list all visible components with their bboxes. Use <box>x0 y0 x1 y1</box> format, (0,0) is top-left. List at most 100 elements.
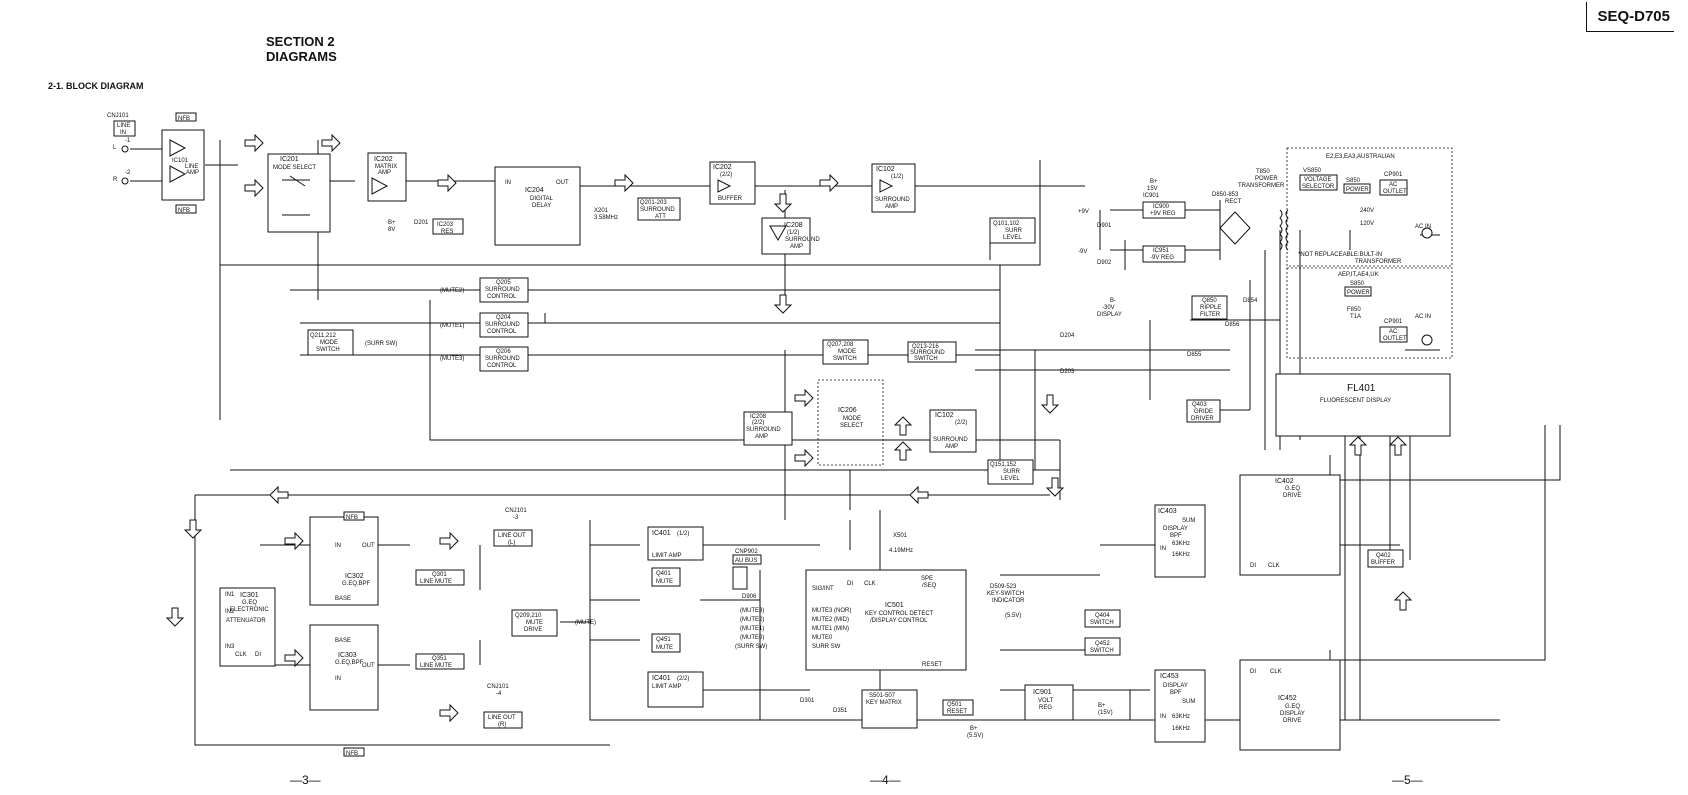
ic102a-box <box>871 163 916 213</box>
ic403-sum: SUM <box>1182 518 1195 524</box>
ic303-name: IC303 <box>338 652 357 659</box>
d509-sub3: (5.5V) <box>1005 613 1021 619</box>
vs850-name: VS850 <box>1303 168 1322 174</box>
q101-sub2: LEVEL <box>1003 235 1022 241</box>
nfb-ic303-label: NFB <box>346 751 358 757</box>
jack-r-icon <box>121 177 129 185</box>
eq-group: IC301 G.EQ ELECTRONIC ATTENUATOR IN1 IN2… <box>219 508 596 757</box>
ic302-in: IN <box>335 543 341 549</box>
ic208a-block: IC208 (1/2) SURROUND AMP <box>761 217 820 255</box>
ic302-base: BASE <box>335 596 351 602</box>
d203-label: D203 <box>1060 369 1075 375</box>
flow-arrow-icon <box>773 193 793 213</box>
ic302-sub: G.EQ,BPF <box>342 581 371 587</box>
ic951-sub: -9V REG <box>1150 255 1174 261</box>
ic208b-sub1: (2/2) <box>752 420 764 426</box>
q501-box <box>942 699 974 716</box>
input-l-label: L <box>113 145 117 151</box>
ic201-block: IC201 MODE SELECT <box>267 153 331 233</box>
ic102b-sub2: SURROUND <box>933 437 968 443</box>
section-title: SECTION 2 DIAGRAMS <box>266 34 337 64</box>
flow-arrow-icon <box>893 441 913 461</box>
ic208b-sub3: AMP <box>755 434 768 440</box>
ic204-in: IN <box>505 180 511 186</box>
b15-label3: IC901 <box>1143 193 1160 199</box>
region2-label: AEP,IT,AE4,UK <box>1338 272 1379 278</box>
input-r-pin: -2 <box>125 170 131 176</box>
flow-arrows <box>165 133 1413 723</box>
x201-freq: 3.58MHz <box>594 215 618 221</box>
ic102a-block: IC102 (1/2) SURROUND AMP <box>871 163 916 213</box>
ic403-box <box>1154 504 1206 578</box>
d854-label: D854 <box>1243 298 1258 304</box>
ic452-sub3: DRIVE <box>1283 718 1301 724</box>
line-in-label-1: LINE <box>117 123 130 129</box>
cnp902-box <box>732 554 762 565</box>
ic101-sub2: AMP <box>186 170 199 176</box>
mute2-label: (MUTE2) <box>440 288 464 294</box>
flow-arrow-icon <box>437 173 457 193</box>
ic453-16k: 16KHz <box>1172 726 1190 732</box>
page-number-3: —3— <box>290 773 321 787</box>
q201-203-box <box>637 197 681 221</box>
flow-arrow-icon <box>794 448 814 468</box>
nfb-ic302 <box>343 511 365 521</box>
ic402-name: IC402 <box>1275 478 1294 485</box>
d509-sub2: INDICATOR <box>992 598 1025 604</box>
q351-box <box>415 653 465 670</box>
ic403-16k: 16KHz <box>1172 552 1190 558</box>
fl401-box <box>1275 373 1451 437</box>
jack-l-icon <box>121 145 129 153</box>
q209-210-box <box>511 609 558 637</box>
page-number-4: —4— <box>870 773 901 787</box>
ic204-name: IC204 <box>525 187 544 194</box>
ic403-name: IC403 <box>1158 508 1177 515</box>
flow-arrow-icon <box>893 416 913 436</box>
q404-name: Q404 <box>1095 613 1110 619</box>
ic501-sub1: KEY CONTROL DETECT <box>865 611 934 617</box>
ic453-sub2: BPF <box>1170 690 1182 696</box>
mute-sig-label: (MUTE) <box>575 620 596 626</box>
q211-sub1: MODE <box>320 340 338 346</box>
lineout-r-box <box>483 711 523 729</box>
ic101-sub1: LINE <box>185 164 198 170</box>
ic301-box <box>219 587 276 667</box>
ic401b-box <box>647 671 704 708</box>
ic208b-sub2: SURROUND <box>746 427 781 433</box>
ic202b-name: IC202 <box>713 164 732 171</box>
q401-name: Q401 <box>656 571 671 577</box>
d902-label: D902 <box>1097 260 1112 266</box>
flow-arrow-icon <box>909 485 929 505</box>
flow-arrow-icon <box>165 607 185 627</box>
ic101-name: IC101 <box>172 158 189 164</box>
ic452-name: IC452 <box>1278 695 1297 702</box>
ic208a-box <box>761 217 811 255</box>
ic102a-sub1: (1/2) <box>891 174 903 180</box>
q205-sub1: SURROUND <box>485 287 520 293</box>
bminus-label1: B- <box>1110 298 1116 304</box>
cp901-box-2 <box>1379 326 1408 343</box>
flow-arrow-icon <box>284 648 304 668</box>
nfb-ic302-label: NFB <box>346 515 358 521</box>
q404-box <box>1084 609 1121 628</box>
q402-name: Q402 <box>1376 553 1391 559</box>
d301-label: D301 <box>800 698 815 704</box>
ic303-box <box>309 624 379 711</box>
region1-box <box>1286 147 1453 267</box>
ic403-sub2: BPF <box>1170 533 1182 539</box>
s501-507-box <box>861 689 918 729</box>
region2-box <box>1286 267 1453 359</box>
ic452-sub2: DISPLAY <box>1280 711 1305 717</box>
f850-sub: T1A <box>1350 314 1361 320</box>
ic501-seq: /SEQ <box>922 583 937 589</box>
cp901-name-1: CP901 <box>1384 172 1403 178</box>
ic301-in2: IN2 <box>225 609 235 615</box>
ic203-name: IC203 <box>437 222 454 228</box>
q207-name: Q207,208 <box>827 342 854 348</box>
cp901-box-1 <box>1379 179 1408 196</box>
nfb-ic303 <box>343 747 365 757</box>
flow-arrow-icon <box>1045 477 1065 497</box>
ic102b-sub3: AMP <box>945 444 958 450</box>
q209-sub1: MUTE <box>526 620 543 626</box>
